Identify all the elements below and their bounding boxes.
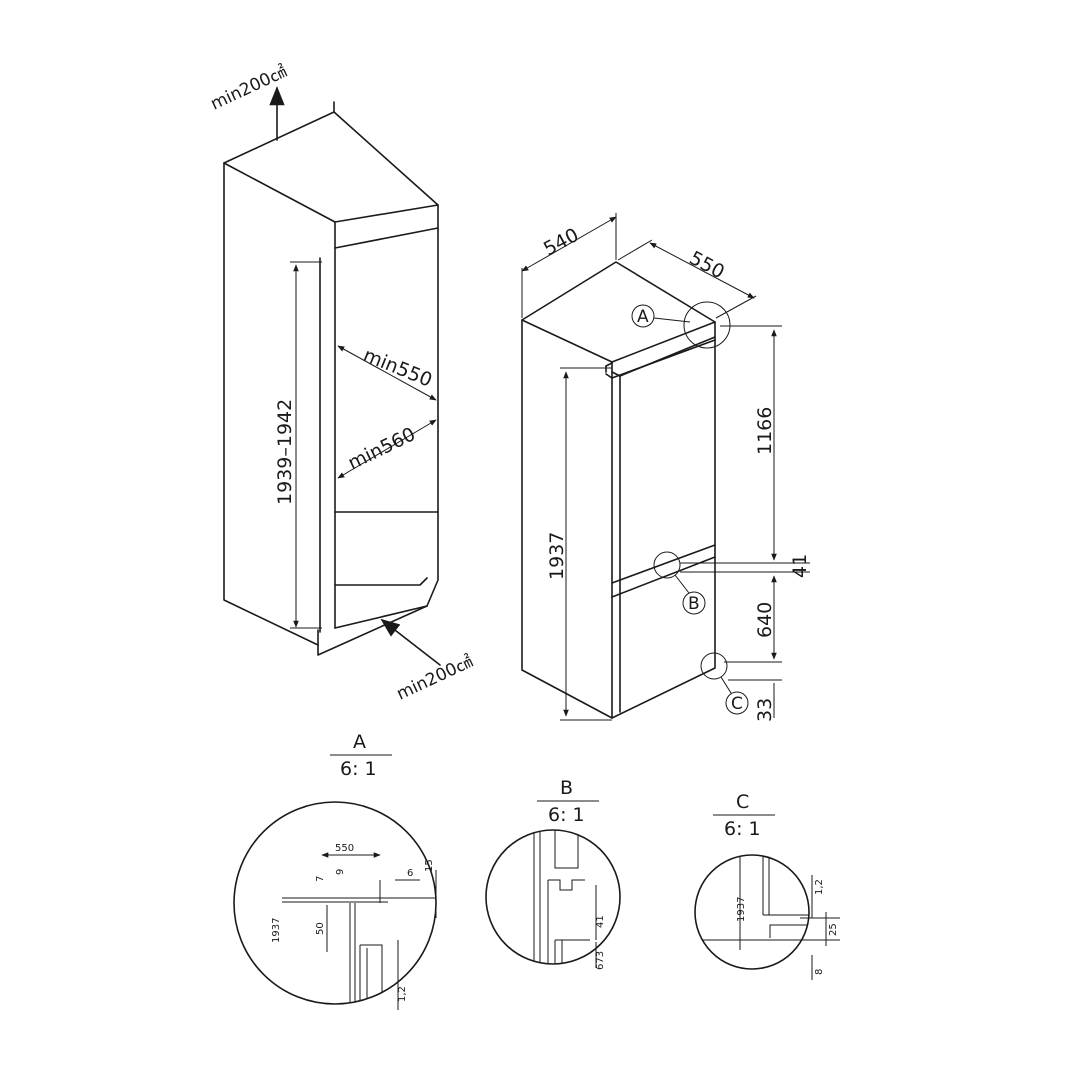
- gap-label: 41: [789, 554, 811, 578]
- appliance-depth-dim: [649, 242, 755, 299]
- cabinet-height-label: 1939–1942: [274, 399, 296, 505]
- appliance-drawing: 540 550 1937 1166 41 640 33 A B: [521, 213, 811, 722]
- callout-a-marker: [631, 304, 655, 328]
- appliance-outline: [521, 261, 716, 719]
- detail-b-scale: 6: 1: [548, 804, 585, 826]
- appliance-width-label: 540: [540, 224, 582, 260]
- detail-b-title: B: [560, 777, 573, 799]
- callout-b-label: B: [688, 594, 700, 614]
- callout-b-marker: [682, 591, 706, 615]
- cabinet-drawing: min200㎠ min200㎠ 1939–1942 min550 min560: [208, 62, 476, 705]
- base-label: 33: [754, 698, 776, 722]
- detail-c-title: C: [736, 791, 749, 813]
- detail-a-1-2: 1,2: [397, 986, 408, 1002]
- detail-a-7: 7: [315, 876, 326, 882]
- detail-c-circle: [694, 854, 810, 970]
- detail-a-1937: 1937: [271, 918, 282, 943]
- cabinet-depth-dim: [337, 345, 437, 401]
- detail-a-circle: [233, 801, 437, 1005]
- appliance-height-label: 1937: [546, 532, 568, 580]
- cabinet-width-label: min560: [345, 423, 419, 474]
- detail-c-1-2: 1,2: [814, 879, 825, 895]
- cabinet-width-dim: [337, 419, 437, 479]
- detail-a-15: 15: [424, 859, 435, 872]
- detail-b-circle: [485, 829, 621, 965]
- callout-a-label: A: [637, 307, 649, 327]
- appliance-width-dim: [521, 216, 617, 272]
- detail-a-550: 550: [335, 843, 354, 854]
- lower-label: 640: [754, 602, 776, 638]
- vent-bottom-arrow: [380, 618, 441, 666]
- callout-c-marker: [725, 691, 749, 715]
- detail-c-scale: 6: 1: [724, 818, 761, 840]
- detail-c-8: 8: [814, 969, 825, 975]
- detail-b-673: 673: [595, 951, 606, 970]
- detail-a-50: 50: [315, 922, 326, 935]
- detail-a-scale: 6: 1: [340, 758, 377, 780]
- detail-b: B 6: 1 41 673: [485, 777, 621, 970]
- detail-c-25: 25: [828, 923, 839, 936]
- appliance-depth-label: 550: [686, 247, 728, 283]
- cabinet-depth-label: min550: [360, 344, 435, 391]
- detail-b-41: 41: [595, 915, 606, 928]
- detail-c: C 6: 1 1937 1,2 25 8: [694, 791, 840, 980]
- detail-a-6: 6: [407, 868, 413, 879]
- vent-bottom-label: min200㎠: [394, 652, 476, 705]
- upper-label: 1166: [754, 407, 776, 455]
- detail-a: A 6: 1 550 7 9 6 15 1937 50 1,2: [233, 731, 437, 1010]
- detail-c-1937: 1937: [736, 897, 747, 922]
- detail-a-title: A: [353, 731, 366, 753]
- callout-c-label: C: [731, 694, 743, 714]
- detail-a-9: 9: [335, 869, 346, 875]
